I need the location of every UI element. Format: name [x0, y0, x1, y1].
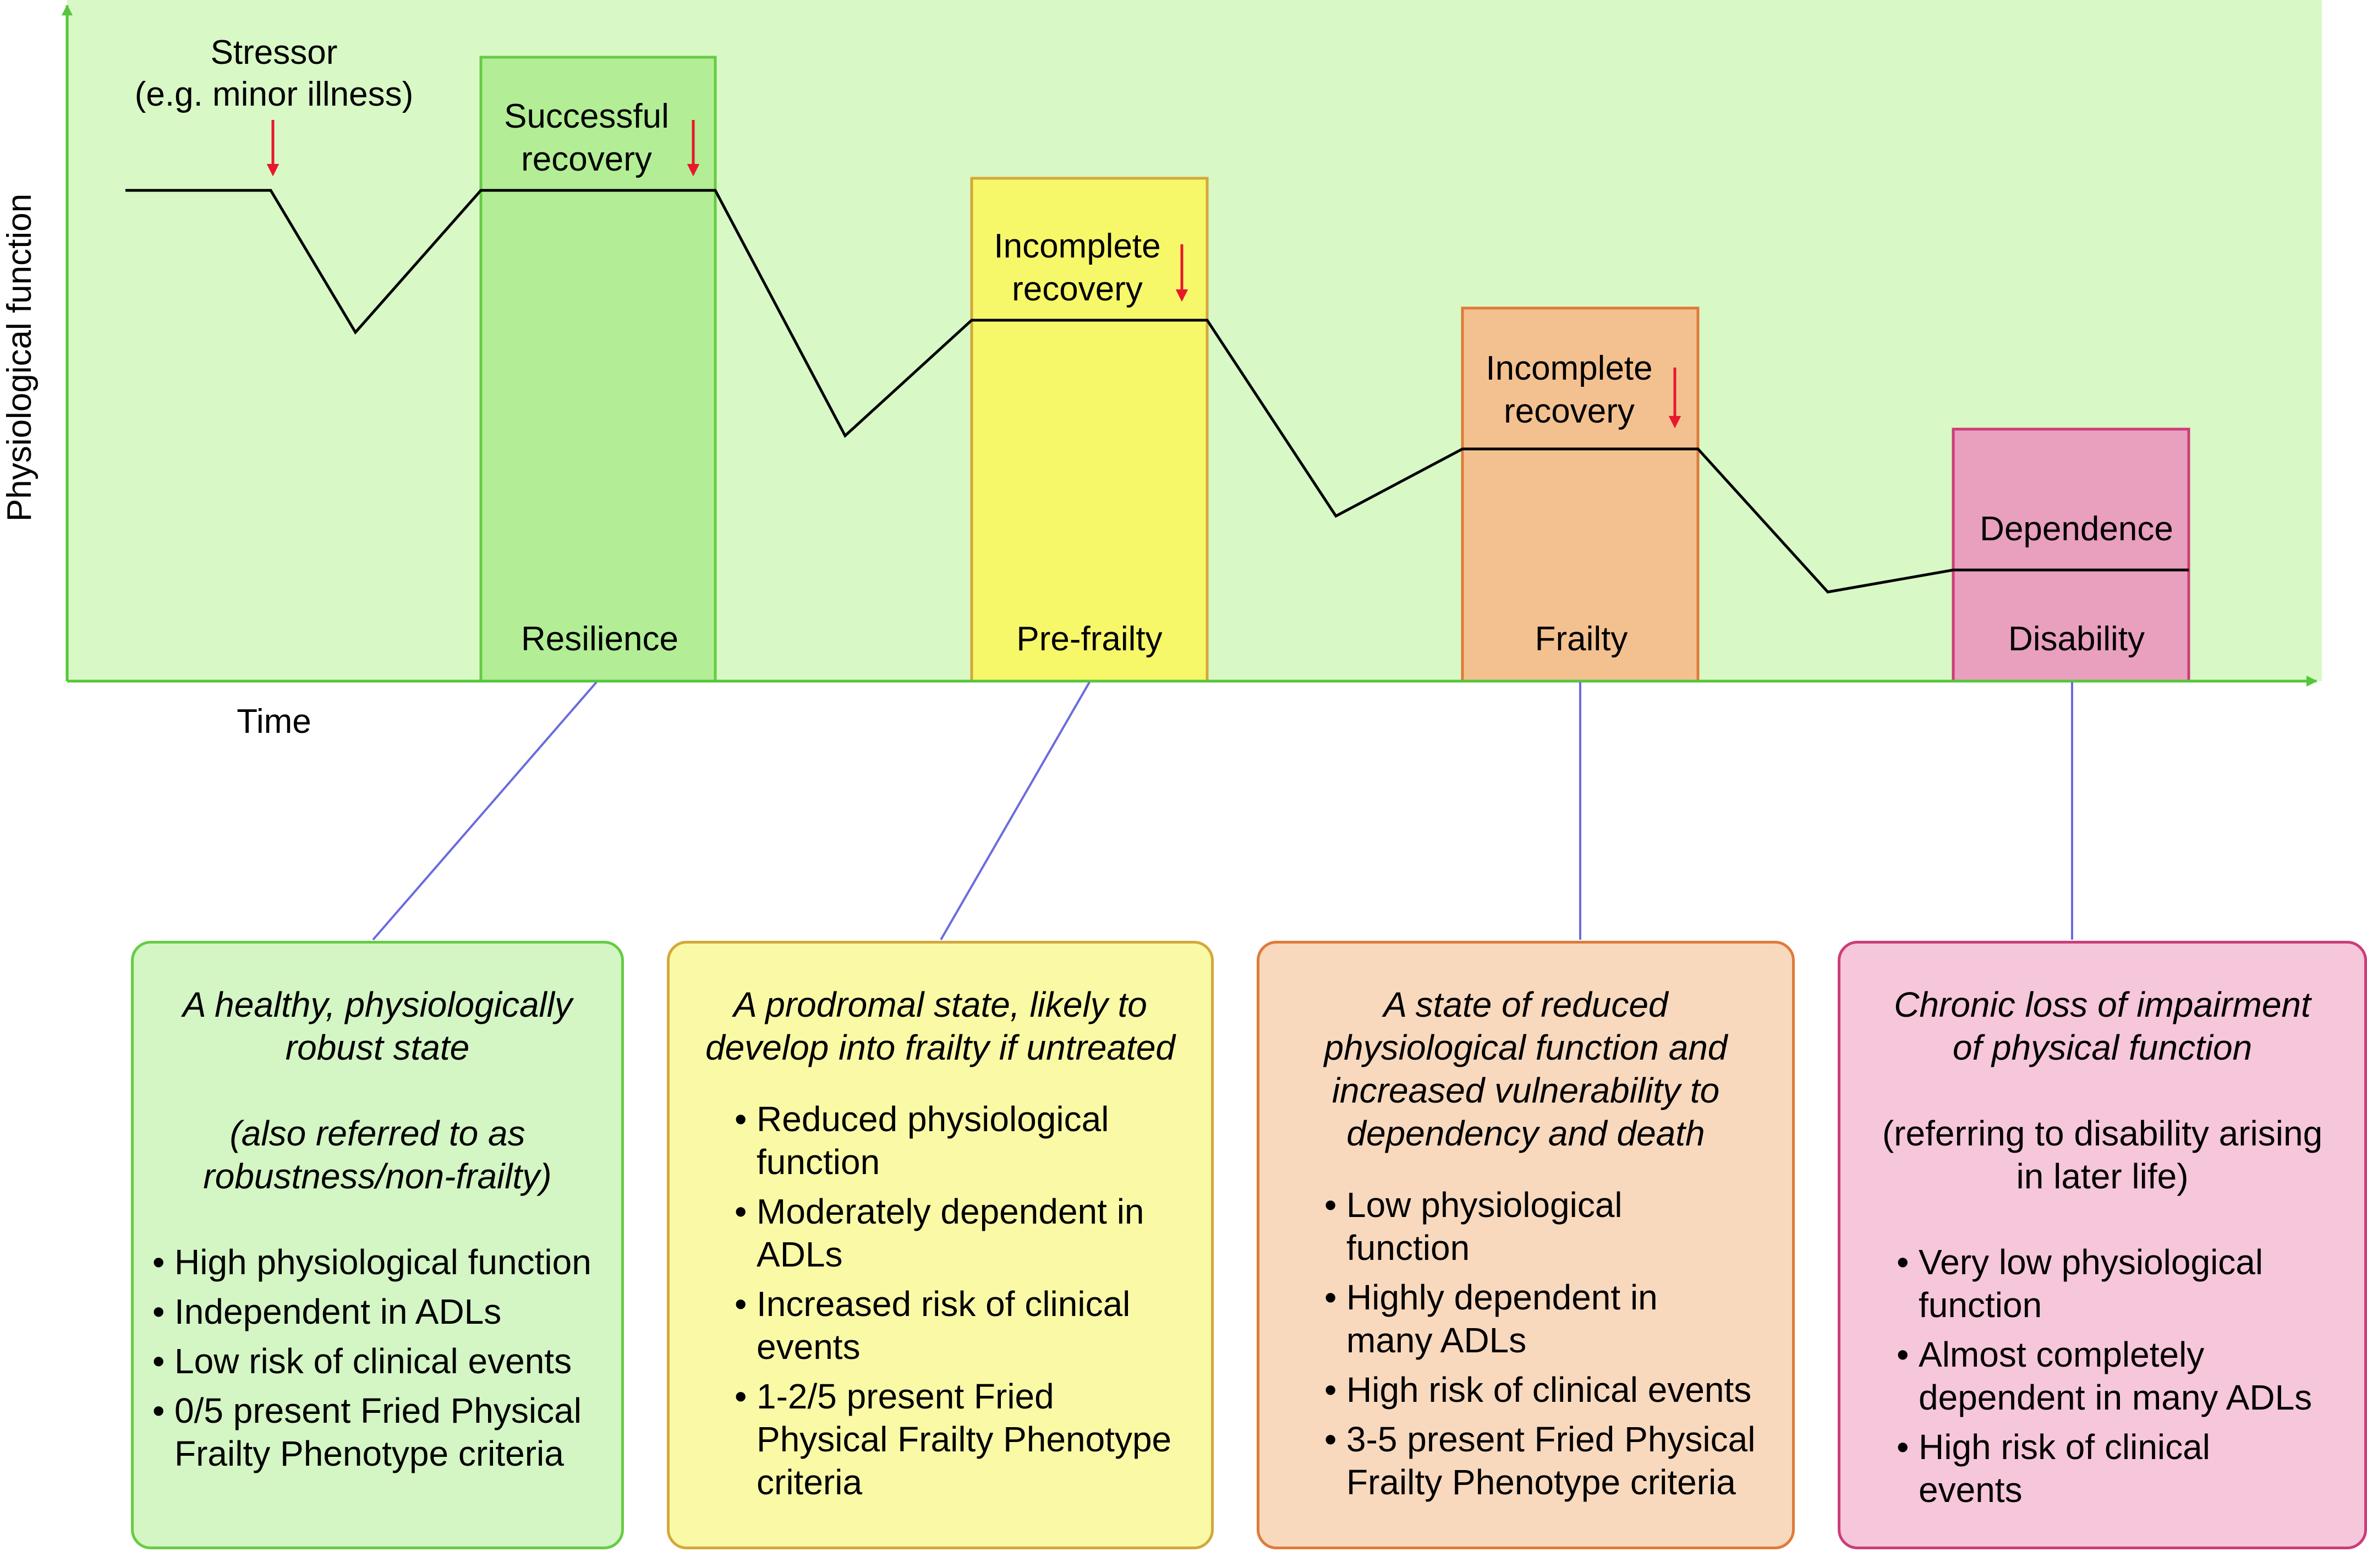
bullet-line: Frailty Phenotype criteria [174, 1434, 564, 1473]
heading-line: A prodromal state, likely to [733, 985, 1147, 1024]
bullet-item: High risk of clinical events [1323, 1368, 1772, 1411]
frailty-bullet-list: Low physiologicalfunctionHighly dependen… [1279, 1183, 1772, 1504]
disability-description-heading: Chronic loss of impairment of physical fu… [1862, 983, 2342, 1069]
pre-frailty-description-heading: A prodromal state, likely to develop into… [689, 983, 1191, 1069]
stage-name-frailty: Frailty [1535, 620, 1628, 658]
bullet-line: Moderately dependent in [757, 1192, 1144, 1231]
stressor-example-label: (e.g. minor illness) [135, 75, 413, 113]
resilience-description-heading: A healthy, physiologically robust state [151, 983, 604, 1069]
disability-top-label: Dependence [1980, 510, 2173, 548]
bullet-line: Low physiological [1346, 1185, 1623, 1225]
connector-pre-frailty [940, 682, 1091, 940]
card-pre-frailty: A prodromal state, likely to develop into… [667, 941, 1214, 1549]
heading-line: develop into frailty if untreated [705, 1028, 1175, 1067]
heading-line: A healthy, physiologically [183, 985, 572, 1024]
pre-frailty-recovery-label-line2: recovery [1012, 270, 1143, 308]
heading-line: of physical function [1952, 1028, 2253, 1067]
frailty-description-heading: A state of reduced physiological function… [1279, 983, 1772, 1155]
stage-name-disability: Disability [2008, 620, 2145, 658]
bullet-line: Physical Frailty Phenotype [757, 1419, 1172, 1459]
bullet-line: High risk of clinical events [1346, 1370, 1752, 1410]
stage-box-resilience [479, 56, 717, 683]
bullet-line: function [1346, 1228, 1470, 1268]
bullet-line: Almost completely [1919, 1335, 2205, 1374]
connector-resilience [372, 681, 598, 941]
card-frailty: A state of reduced physiological function… [1257, 941, 1795, 1549]
stage-box-frailty [1461, 306, 1700, 683]
card-disability: Chronic loss of impairment of physical fu… [1838, 941, 2367, 1549]
x-axis-label: Time [237, 703, 311, 741]
pre-frailty-recovery-label-line1: Incomplete [994, 227, 1160, 265]
heading-line: physiological function and [1324, 1028, 1728, 1067]
bullet-item: Almost completely dependent in many ADLs [1895, 1333, 2342, 1419]
note-line: (referring to disability arising [1882, 1114, 2323, 1153]
pre-frailty-bullet-list: Reduced physiologicalfunctionModerately … [689, 1098, 1191, 1504]
heading-line: Chronic loss of impairment [1894, 985, 2311, 1024]
frailty-recovery-label-line2: recovery [1504, 392, 1635, 430]
frailty-recovery-label-line1: Incomplete [1486, 349, 1652, 387]
bullet-line: Independent in ADLs [174, 1292, 502, 1331]
bullet-line: Frailty Phenotype criteria [1346, 1462, 1736, 1502]
resilience-bullet-list: High physiological functionIndependent i… [151, 1241, 604, 1475]
note-line: (also referred to as [229, 1114, 525, 1153]
bullet-item: High physiological function [151, 1241, 604, 1284]
function-trajectory-line [125, 189, 2189, 594]
card-resilience: A healthy, physiologically robust state (a… [131, 941, 624, 1549]
bullet-item: Low risk of clinical events [151, 1340, 604, 1383]
note-line: robustness/non-frailty) [203, 1156, 552, 1196]
bullet-line: 3-5 present Fried Physical [1346, 1419, 1756, 1459]
bullet-line: Increased risk of clinical [757, 1284, 1131, 1324]
heading-line: increased vulnerability to [1332, 1071, 1720, 1110]
bullet-line: Very low physiological [1919, 1242, 2264, 1282]
bullet-line: criteria [757, 1462, 863, 1502]
note-line: in later life) [2016, 1156, 2189, 1196]
bullet-item: Moderately dependent in ADLs [733, 1190, 1191, 1276]
bullet-line: dependent in many ADLs [1919, 1378, 2313, 1417]
bullet-line: many ADLs [1346, 1320, 1527, 1360]
stage-box-disability [1952, 427, 2190, 683]
bullet-line: function [757, 1142, 880, 1182]
bullet-line: Reduced physiological [757, 1099, 1109, 1139]
resilience-recovery-label-line1: Successful [504, 97, 669, 135]
bullet-line: events [757, 1327, 861, 1367]
bullet-item: Independent in ADLs [151, 1290, 604, 1333]
bullet-line: 1-2/5 present Fried [757, 1377, 1054, 1416]
bullet-line: Low risk of clinical events [174, 1341, 572, 1381]
stressor-label: Stressor [211, 34, 338, 72]
bullet-line: ADLs [757, 1235, 843, 1274]
bullet-line: 0/5 present Fried Physical [174, 1391, 582, 1430]
bullet-line: events [1919, 1470, 2023, 1510]
bullet-line: High physiological function [174, 1242, 591, 1282]
resilience-recovery-label-line2: recovery [521, 140, 652, 178]
stage-box-pre-frailty [970, 177, 1209, 683]
bullet-line: function [1919, 1285, 2042, 1325]
y-axis-label: Physiological function [1, 194, 39, 522]
bullet-line: Highly dependent in [1346, 1278, 1658, 1317]
stage-name-pre-frailty: Pre-frailty [1016, 620, 1162, 658]
stage-name-resilience: Resilience [521, 620, 678, 658]
heading-line: dependency and death [1346, 1114, 1705, 1153]
heading-line: robust state [285, 1028, 470, 1067]
bullet-line: High risk of clinical [1919, 1427, 2210, 1467]
heading-line: A state of reduced [1383, 985, 1668, 1024]
disability-bullet-list: Very low physiologicalfunctionAlmost com… [1862, 1241, 2342, 1511]
